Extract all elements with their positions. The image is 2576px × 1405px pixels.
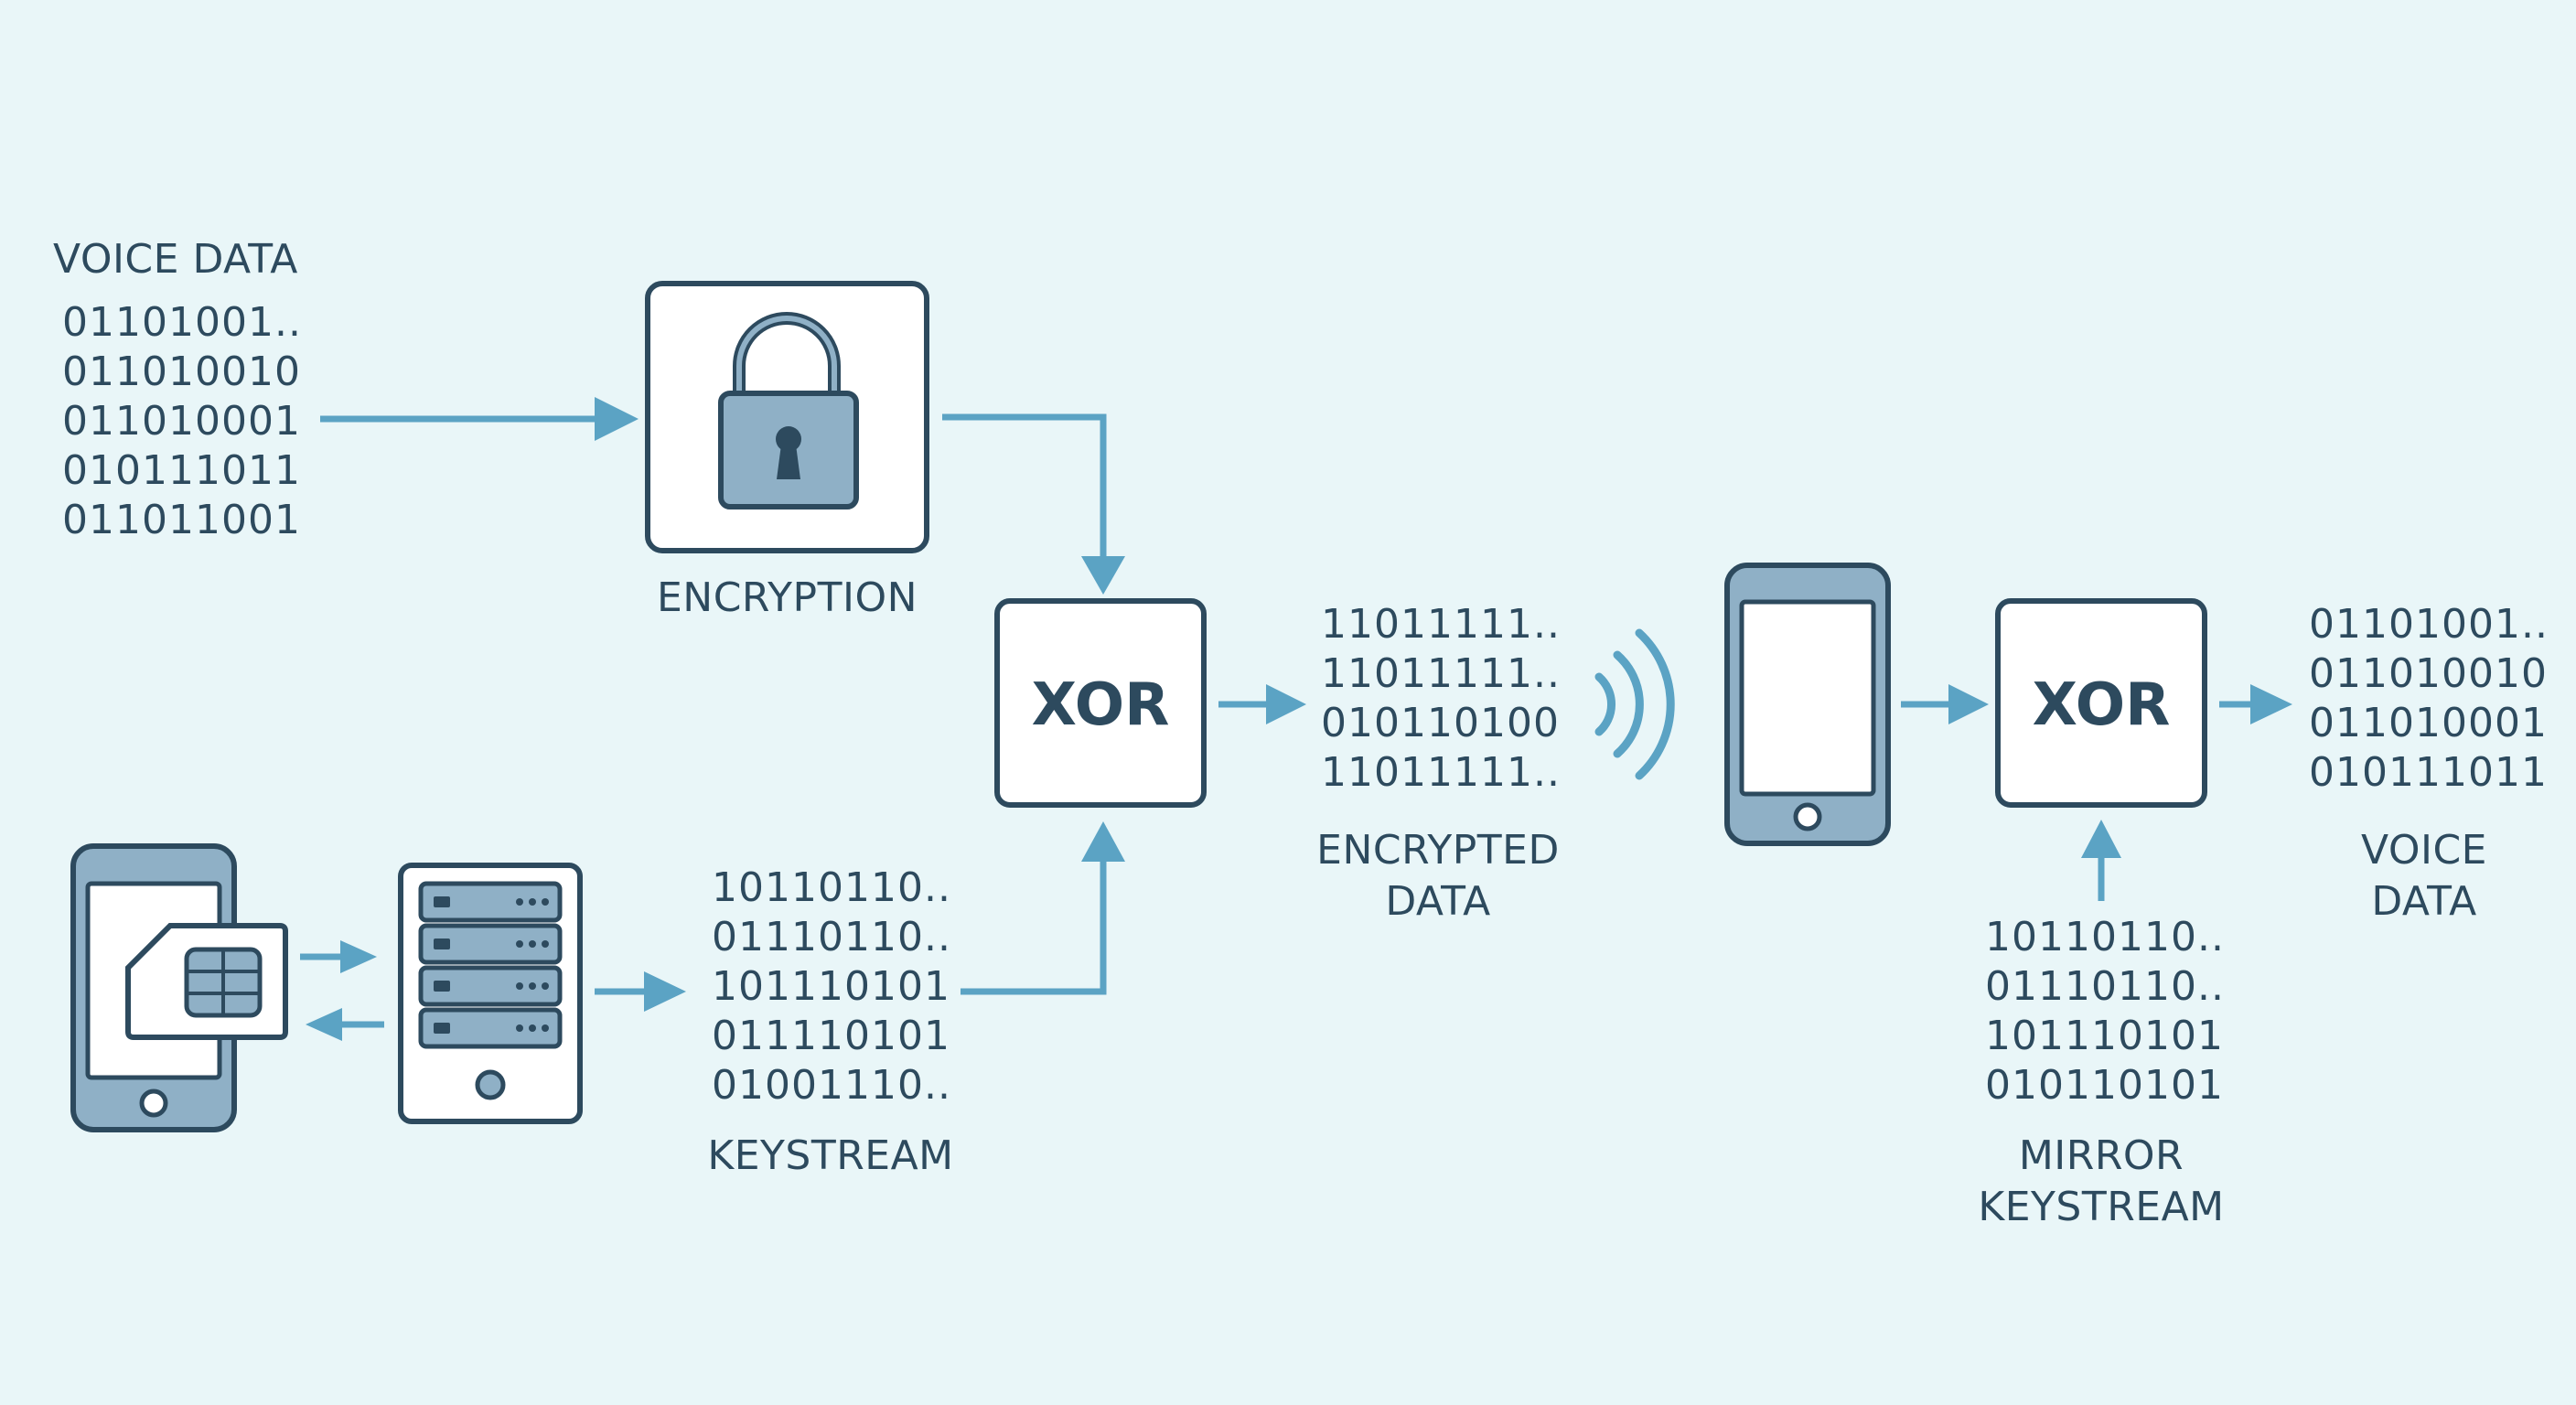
voice-data-output-bits: 01101001.. 011010010 011010001 010111011 [2309, 600, 2549, 798]
arrow-phone-to-server [300, 940, 377, 973]
mirror-keystream-bits: 10110110.. 01110110.. 101110101 01011010… [1985, 913, 2225, 1110]
encryption-label: ENCRYPTION [656, 574, 918, 621]
label-line: VOICE [2361, 827, 2487, 874]
bit-row: 010110101 [1985, 1062, 2224, 1109]
arrow-server-to-phone [306, 1008, 384, 1041]
bit-row: 101110101 [712, 963, 950, 1010]
arrow-mirror-keystream-to-xor [2081, 820, 2121, 901]
bit-row: 101110101 [1985, 1013, 2224, 1059]
voice-data-input-bits: 01101001.. 011010010 011010001 010111011… [62, 298, 302, 545]
label-line: DATA [2371, 878, 2477, 925]
bit-row: 011010001 [62, 398, 301, 445]
bit-row: 01101001.. [2309, 601, 2549, 648]
arrow-keystream-to-xor [961, 821, 1125, 995]
bit-row: 010111011 [62, 447, 301, 494]
mirror-keystream-label: MIRROR KEYSTREAM [1955, 1131, 2248, 1233]
bit-row: 10110110.. [1985, 914, 2225, 960]
bit-row: 10110110.. [712, 864, 951, 911]
bit-row: 011110101 [712, 1013, 950, 1059]
keystream-bits: 10110110.. 01110110.. 101110101 01111010… [712, 863, 951, 1110]
voice-data-output-label: VOICE DATA [2351, 825, 2497, 928]
bit-row: 11011111.. [1321, 601, 1561, 648]
arrow-encryption-to-xor [942, 413, 1125, 595]
padlock-icon [718, 312, 859, 509]
bit-row: 11011111.. [1321, 650, 1561, 697]
label-line: ENCRYPTED [1316, 827, 1560, 874]
arrow-phone-to-xor [1901, 684, 1989, 724]
xor-sender-label: XOR [1032, 671, 1170, 739]
bit-row: 011010001 [2309, 700, 2548, 746]
arrow-xor-to-encrypted [1218, 684, 1306, 724]
encrypted-data-label: ENCRYPTED DATA [1292, 825, 1584, 928]
arrow-xor-to-output [2219, 684, 2292, 724]
keystream-label: KEYSTREAM [707, 1132, 954, 1179]
voice-data-input-label: VOICE DATA [53, 236, 298, 283]
arrow-voice-to-encryption [320, 397, 639, 441]
server-rack-icon [398, 863, 583, 1124]
label-line: MIRROR [2018, 1132, 2184, 1179]
bit-row: 01110110.. [1985, 963, 2225, 1010]
bit-row: 01110110.. [712, 914, 951, 960]
bit-row: 01101001.. [62, 299, 302, 346]
xor-receiver-box: XOR [1995, 598, 2207, 808]
sender-phone-with-sim-icon [70, 843, 288, 1132]
bit-row: 011010010 [2309, 650, 2548, 697]
bit-row: 011010010 [62, 349, 301, 395]
arrow-server-to-keystream [595, 971, 686, 1012]
label-line: DATA [1385, 878, 1491, 925]
bit-row: 11011111.. [1321, 749, 1561, 796]
encrypted-data-bits: 11011111.. 11011111.. 010110100 11011111… [1321, 600, 1561, 798]
xor-receiver-label: XOR [2033, 671, 2171, 739]
wireless-signal-icon [1594, 628, 1675, 780]
receiver-phone-icon [1724, 563, 1891, 846]
bit-row: 011011001 [62, 497, 301, 543]
label-line: KEYSTREAM [1978, 1184, 2225, 1230]
xor-sender-box: XOR [994, 598, 1207, 808]
bit-row: 010111011 [2309, 749, 2548, 796]
bit-row: 010110100 [1321, 700, 1560, 746]
bit-row: 01001110.. [712, 1062, 951, 1109]
